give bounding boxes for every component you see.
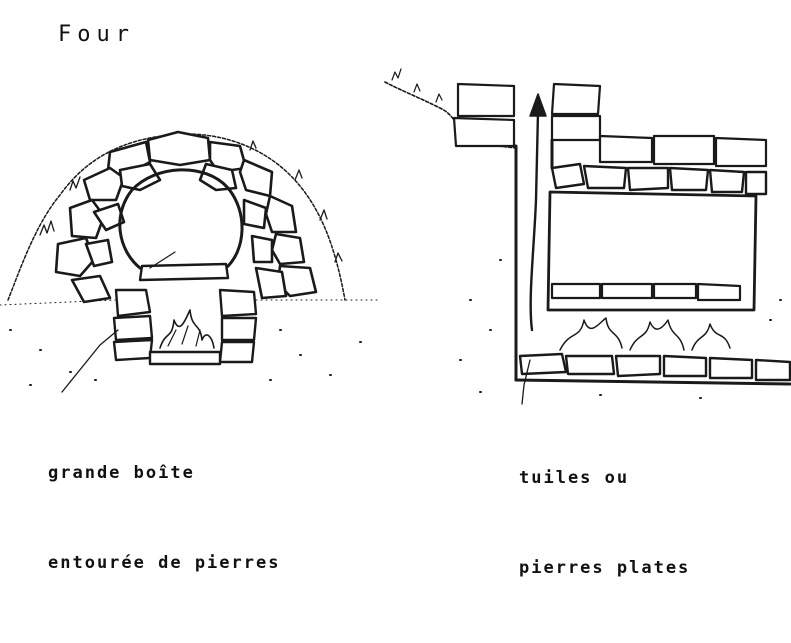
oven-floor-tile (138, 262, 230, 282)
diagram-title: Four (58, 22, 135, 47)
oven-cross-section (384, 68, 791, 405)
ground-texture-right (459, 259, 782, 399)
fire-box (112, 288, 258, 366)
smoke-arrow (529, 110, 540, 332)
oven-chamber (118, 168, 244, 270)
right-caption: tuiles ou pierres plates (519, 403, 690, 643)
ground-texture (9, 329, 362, 386)
oven-diagram-page: Four (0, 22, 791, 578)
chimney-sod (452, 82, 602, 148)
left-caption-line2: entourée de pierres (48, 553, 281, 573)
baking-chamber (546, 190, 758, 312)
arrow-head (529, 93, 547, 117)
fire-flames (159, 309, 215, 349)
fire-pit-flames (559, 317, 731, 351)
roof-sod (598, 134, 768, 168)
oven-illustrations (0, 68, 791, 405)
oven-front-view (0, 130, 381, 393)
right-caption-line2: pierres plates (519, 558, 691, 578)
left-leader-line (61, 329, 119, 393)
left-caption: grande boîte entourée de pierres (48, 398, 280, 638)
roof-stones (550, 162, 768, 196)
right-caption-line1: tuiles ou (519, 468, 630, 488)
base-line (514, 378, 791, 386)
right-leader-line (521, 359, 531, 405)
arch-stones (54, 130, 318, 304)
floor-slabs (550, 282, 742, 302)
base-stones (518, 352, 791, 382)
ground-line (0, 299, 381, 306)
left-caption-line1: grande boîte (48, 463, 195, 483)
